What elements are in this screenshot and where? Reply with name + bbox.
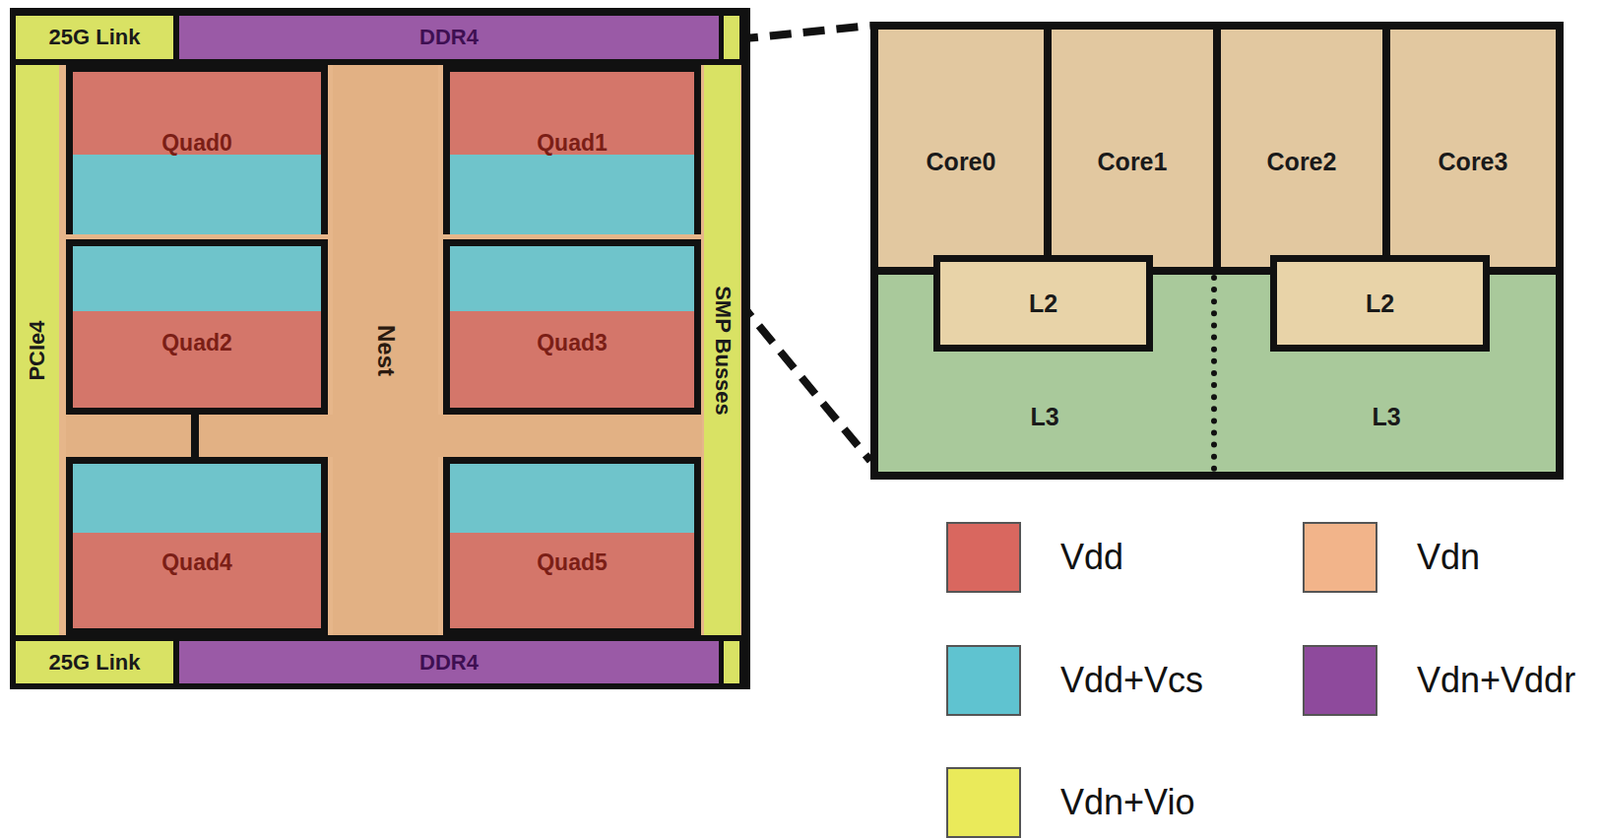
block-label: DDR4: [419, 26, 479, 49]
core-block: Core0: [878, 29, 1048, 275]
legend-swatch: [946, 644, 1022, 716]
block-label: Core0: [926, 149, 997, 175]
io-strip: [723, 15, 740, 60]
quad-block: Quad1: [443, 64, 702, 235]
io-link: 25G Link: [15, 15, 174, 60]
legend-swatch: [946, 767, 1022, 838]
quad-block: Quad2: [65, 239, 328, 415]
quad-block: Quad5: [443, 456, 702, 636]
cache-band: [449, 154, 695, 235]
block-label: Core2: [1267, 149, 1338, 175]
quad-block: Quad3: [443, 239, 702, 415]
legend-label: Vdn+Vddr: [1416, 662, 1576, 699]
cache-band: [449, 246, 695, 312]
legend-label: Vdn: [1416, 539, 1480, 576]
block-label: Core1: [1097, 149, 1168, 175]
legend-label: Vdd: [1060, 539, 1124, 576]
io-link: 25G Link: [15, 640, 174, 684]
block-label: L3: [1029, 404, 1059, 430]
block-label: Quad0: [161, 131, 233, 155]
memory-interface: DDR4: [179, 640, 719, 684]
block-label: Quad2: [161, 331, 233, 355]
core-block: Core3: [1386, 29, 1556, 275]
memory-interface: DDR4: [179, 15, 719, 60]
legend-swatch: [1302, 644, 1378, 716]
block-label: Quad4: [161, 551, 233, 575]
io-link: SMP Busses: [704, 64, 741, 636]
block-label: 25G Link: [49, 26, 141, 49]
block-label: PCIe4: [26, 320, 49, 381]
block-label: 25G Link: [49, 651, 141, 674]
block-label: L2: [1028, 291, 1058, 317]
cache-band: [72, 463, 321, 533]
l2-cache: L2: [1270, 255, 1490, 352]
legend-label: Vdd+Vcs: [1060, 662, 1204, 699]
block-label: Quad5: [536, 551, 608, 575]
block-label: Nest: [374, 323, 398, 376]
block-label: L3: [1371, 404, 1401, 430]
cache-band: [72, 246, 321, 312]
legend-swatch: [1302, 521, 1378, 593]
quad-block: Quad4: [65, 456, 328, 636]
l2-cache: L2: [933, 255, 1153, 352]
legend-label: Vdn+Vio: [1060, 784, 1195, 821]
quad-block: Quad0: [65, 64, 328, 235]
block-label: Quad1: [536, 131, 608, 155]
zoom-line: [736, 25, 871, 40]
nest-region: Nest: [332, 64, 439, 636]
block-label: Quad3: [536, 331, 608, 355]
legend-swatch: [946, 521, 1022, 593]
core-block: Core1: [1047, 29, 1217, 275]
wire-stub: [191, 411, 199, 459]
block-label: DDR4: [419, 651, 479, 674]
block-label: Core3: [1438, 149, 1509, 175]
io-strip: [723, 640, 740, 684]
cache-band: [72, 154, 321, 235]
block-label: SMP Busses: [711, 285, 734, 416]
block-label: L2: [1365, 291, 1395, 317]
core-block: Core2: [1216, 29, 1387, 275]
cache-band: [449, 463, 695, 533]
io-link: PCIe4: [15, 64, 60, 636]
